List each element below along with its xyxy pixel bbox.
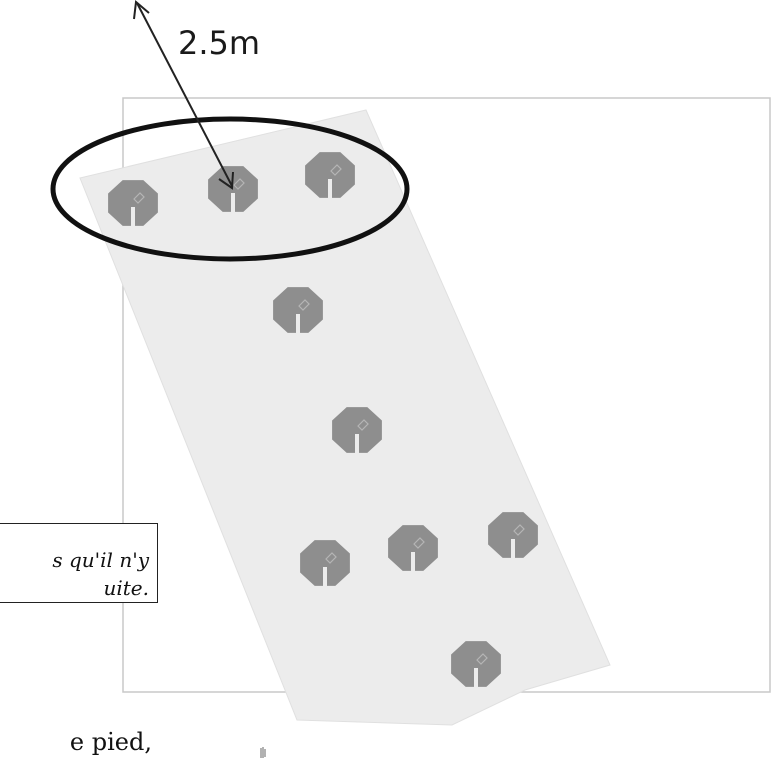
small-mark [260,747,266,758]
pad-octagon [388,525,438,571]
pad-5 [332,407,382,456]
pad-octagon [332,407,382,453]
pad-8 [488,512,538,561]
pad-octagon [300,540,350,586]
arrow-shaft [136,2,233,187]
arrowhead-top [133,0,150,20]
pad-notch [131,207,135,229]
pad-3 [305,152,355,201]
arrowhead-bottom [218,171,234,190]
dimension-label: 2.5m [178,24,261,62]
pad-octagon [451,641,501,687]
body-text-fragment: e pied, [0,722,160,766]
pad-marking [357,419,369,431]
highlight-ellipse [50,116,410,262]
pad-octagon [208,166,258,212]
pad-notch [474,668,478,690]
pad-marking [133,192,145,204]
pad-notch [511,539,515,561]
pad-4 [273,287,323,336]
pad-marking [413,537,425,549]
pad-group [108,152,538,690]
pad-marking [298,299,310,311]
dimension-arrow [133,0,234,190]
pad-marking [233,178,245,190]
pad-notch [411,552,415,574]
caption-line-2: uite. [103,576,149,600]
pad-marking [476,653,488,665]
pad-notch [328,179,332,201]
pad-notch [296,314,300,336]
pad-6 [300,540,350,589]
pad-notch [355,434,359,456]
pad-octagon [305,152,355,198]
pad-2 [208,166,258,215]
pad-marking [330,164,342,176]
caption-line-1: s qu'il n'y [52,548,149,572]
pad-notch [231,193,235,215]
pad-octagon [108,180,158,226]
pad-octagon [488,512,538,558]
pad-marking [513,524,525,536]
pad-9 [451,641,501,690]
pad-7 [388,525,438,574]
caption-box: s qu'il n'y uite. [0,523,158,603]
pad-1 [108,180,158,229]
pad-notch [323,567,327,589]
body-text: e pied, [69,728,152,756]
pad-marking [325,552,337,564]
pad-octagon [273,287,323,333]
